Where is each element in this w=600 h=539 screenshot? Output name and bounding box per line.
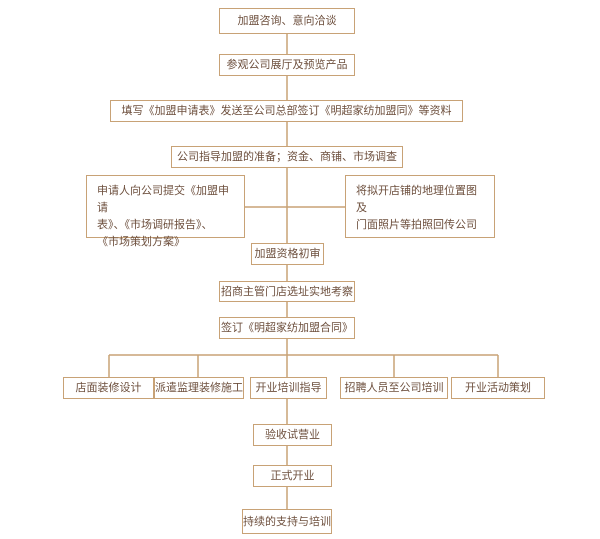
step-qualification-review: 加盟资格初审 bbox=[251, 243, 324, 265]
branch-store-design: 店面装修设计 bbox=[63, 377, 154, 399]
step-preparation-guidance: 公司指导加盟的准备；资金、商铺、市场调查 bbox=[171, 146, 403, 168]
step-ongoing-support: 持续的支持与培训 bbox=[242, 509, 332, 534]
branch-opening-training: 开业培训指导 bbox=[250, 377, 327, 399]
step-trial-operation: 验收试营业 bbox=[253, 424, 332, 446]
step-application-form: 填写《加盟申请表》发送至公司总部签订《明超家纺加盟同》等资料 bbox=[110, 100, 463, 122]
step-official-opening: 正式开业 bbox=[253, 465, 332, 487]
branch-opening-event: 开业活动策划 bbox=[451, 377, 545, 399]
branch-renovation-supervision: 派遣监理装修施工 bbox=[154, 377, 244, 399]
branch-staff-training: 招聘人员至公司培训 bbox=[340, 377, 448, 399]
step-consultation: 加盟咨询、意向洽谈 bbox=[219, 8, 355, 34]
step-showroom-visit: 参观公司展厅及预览产品 bbox=[219, 54, 355, 76]
side-submit-reports: 申请人向公司提交《加盟申请 表》、《市场调研报告》、 《市场策划方案》 bbox=[86, 175, 245, 248]
step-site-inspection: 招商主管门店选址实地考察 bbox=[219, 281, 355, 302]
side-send-photos: 将拟开店铺的地理位置图及 门面照片等拍照回传公司 bbox=[345, 175, 495, 238]
step-sign-contract: 签订《明超家纺加盟合同》 bbox=[219, 317, 355, 339]
